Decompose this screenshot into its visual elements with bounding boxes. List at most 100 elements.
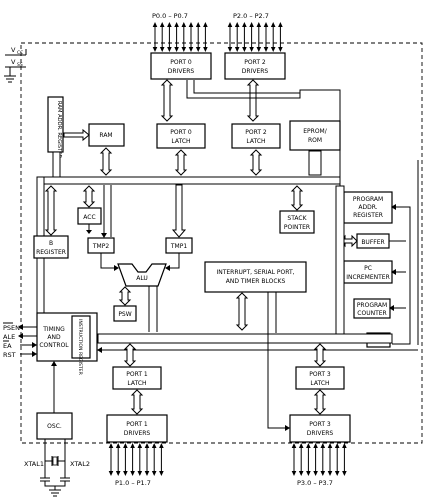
port2-drivers-label: PORT 2 bbox=[244, 59, 266, 66]
osc-block bbox=[36, 412, 73, 440]
alu-label: ALU bbox=[136, 275, 148, 282]
bus-internal-port1latch bbox=[123, 343, 137, 367]
port3-drivers-label: PORT 3 bbox=[309, 421, 331, 428]
ground-symbol-bottom bbox=[49, 489, 61, 497]
pin-arrowhead bbox=[313, 443, 318, 448]
program-addr-register-label: PROGRAM bbox=[353, 196, 383, 203]
rst-label: RST bbox=[3, 351, 16, 359]
pin-arrowhead bbox=[249, 47, 254, 52]
pin-arrowhead bbox=[137, 443, 143, 448]
port1-pin-arrows bbox=[108, 443, 164, 476]
port3-latch-label: PORT 3 bbox=[309, 371, 331, 378]
pin-arrowhead bbox=[291, 471, 297, 476]
pin-arrowhead bbox=[130, 443, 135, 448]
pin-arrowhead bbox=[130, 471, 135, 476]
pin-arrowhead bbox=[159, 443, 164, 448]
port3-latch-label-2: LATCH bbox=[310, 380, 329, 387]
bus-internal-acc bbox=[82, 185, 96, 208]
interrupt-blocks-label-2: AND TIMER BLOCKS bbox=[226, 278, 286, 285]
port0-latch-block bbox=[156, 123, 206, 149]
pin-arrowhead bbox=[306, 443, 311, 448]
pin-arrowhead bbox=[298, 471, 304, 476]
pin-arrowhead bbox=[181, 47, 187, 52]
psw-block bbox=[113, 305, 137, 322]
pin-arrowhead bbox=[242, 22, 247, 27]
pin-arrowhead bbox=[256, 47, 262, 52]
timing-control-label-2: AND bbox=[47, 334, 61, 341]
chip-outline bbox=[20, 42, 423, 444]
pin-arrowhead bbox=[256, 22, 262, 27]
ram-label: RAM bbox=[99, 132, 112, 139]
pin-arrowhead bbox=[320, 443, 326, 448]
pin-arrowhead bbox=[270, 22, 276, 27]
pin-arrowhead bbox=[342, 471, 347, 476]
pin-arrowhead bbox=[181, 22, 187, 27]
pin-arrowhead bbox=[291, 443, 297, 448]
pin-arrowhead bbox=[174, 47, 179, 52]
pin-arrowhead bbox=[123, 471, 128, 476]
port2-latch-block bbox=[231, 123, 281, 149]
program-counter-label: PROGRAM bbox=[357, 302, 387, 309]
pin-arrowhead bbox=[151, 471, 157, 476]
xtal1-label: XTAL1 bbox=[24, 460, 44, 468]
program-addr-register-label-3: REGISTER bbox=[353, 212, 383, 219]
psen-label: PSEN bbox=[3, 324, 20, 332]
port1-drivers-label-2: DRIVERS bbox=[124, 430, 151, 437]
bus-port2-drivers-latch bbox=[246, 79, 260, 122]
pin-arrowhead bbox=[108, 443, 114, 448]
ale-label: ALE bbox=[3, 333, 15, 341]
pin-arrowhead bbox=[278, 22, 283, 27]
b-register-label-2: REGISTER bbox=[36, 249, 66, 256]
svg-text:V: V bbox=[11, 58, 16, 66]
eprom-rom-block bbox=[289, 120, 341, 151]
pin-arrowhead bbox=[263, 47, 269, 52]
internal-bus-bottom bbox=[97, 333, 393, 344]
pin-arrowhead bbox=[137, 471, 143, 476]
port2-pin-arrows bbox=[227, 22, 283, 52]
pin-arrowhead bbox=[144, 443, 150, 448]
tmp1-label: TMP1 bbox=[170, 243, 187, 250]
alu-block bbox=[117, 263, 167, 287]
port1-latch-label-2: LATCH bbox=[127, 380, 146, 387]
program-addr-register-label-2: ADDR. bbox=[358, 204, 377, 211]
pin-arrowhead bbox=[334, 471, 340, 476]
port0-drivers-block bbox=[150, 52, 212, 80]
interrupt-serial-timer-block bbox=[204, 261, 307, 293]
pin-arrowhead bbox=[159, 22, 165, 27]
port0-drivers-label-2: DRIVERS bbox=[168, 68, 195, 75]
timing-control-label-3: CONTROL bbox=[39, 342, 69, 349]
pin-arrowhead bbox=[298, 443, 304, 448]
eprom-rom-label: EPROM/ bbox=[303, 128, 327, 135]
instruction-register-label: INSTRUCTION REGISTER bbox=[77, 319, 83, 376]
pin-arrowhead bbox=[278, 47, 283, 52]
xtal2-label: XTAL2 bbox=[70, 460, 90, 468]
port1-drivers-block bbox=[106, 414, 168, 443]
vss-label: V SS bbox=[11, 58, 23, 68]
pin-arrowhead bbox=[242, 47, 247, 52]
bus-interrupt-internal bbox=[235, 292, 249, 331]
pin-arrowhead bbox=[151, 443, 157, 448]
pin-arrowhead bbox=[152, 22, 158, 27]
pin-arrowhead bbox=[188, 22, 194, 27]
port3-drivers-block bbox=[289, 414, 351, 443]
arrow-ramaddr-ram bbox=[63, 128, 90, 142]
pin-arrowhead bbox=[263, 22, 269, 27]
eprom-rom-label-2: ROM bbox=[308, 137, 322, 144]
pin-arrowhead bbox=[144, 471, 150, 476]
pin-arrowhead bbox=[174, 22, 179, 27]
svg-text:SS: SS bbox=[17, 62, 23, 68]
pin-arrowhead bbox=[313, 471, 318, 476]
port2-pins-label: P2.0 – P2.7 bbox=[233, 12, 269, 20]
port2-drivers-label-2: DRIVERS bbox=[242, 68, 269, 75]
pin-arrowhead bbox=[270, 47, 276, 52]
port2-latch-label-2: LATCH bbox=[246, 138, 265, 145]
port1-pins-label: P1.0 – P1.7 bbox=[115, 479, 151, 487]
port3-pin-arrows bbox=[291, 443, 347, 476]
port3-drivers-label-2: DRIVERS bbox=[307, 430, 334, 437]
b-register-block bbox=[33, 235, 69, 259]
pin-arrowhead bbox=[152, 47, 158, 52]
pin-arrowhead bbox=[320, 471, 326, 476]
ground-symbol-top bbox=[4, 75, 16, 83]
buffer-label: BUFFER bbox=[361, 239, 384, 246]
